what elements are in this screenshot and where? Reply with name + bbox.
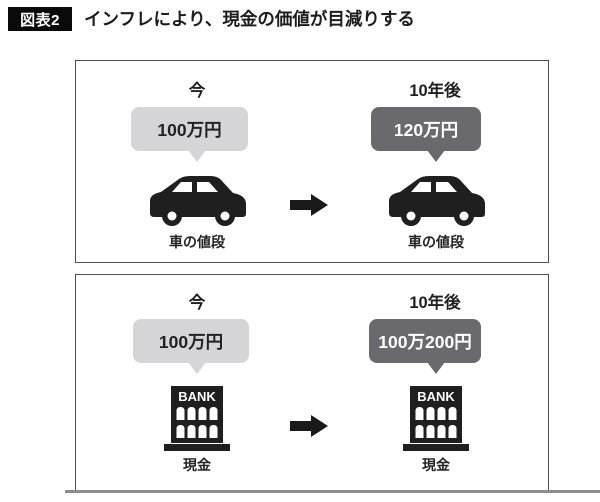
bubble-tail — [427, 362, 445, 374]
caption-cash: 現金 — [422, 457, 450, 473]
caption-car-price: 車の値段 — [169, 234, 225, 250]
period-10years-label: 10年後 — [409, 294, 461, 312]
caption-car-price: 車の値段 — [408, 234, 464, 250]
bank-sign-text: BANK — [417, 389, 455, 404]
bank-icon: BANK — [403, 386, 469, 451]
caption-cash: 現金 — [183, 457, 211, 473]
car-icon — [384, 173, 488, 228]
price-bubble-now: 100万円 — [131, 107, 248, 151]
bubble-tail — [427, 150, 445, 162]
bubble-tail — [188, 150, 206, 162]
arrow-right-icon — [290, 415, 328, 437]
car-icon — [145, 173, 249, 228]
bank-icon: BANK — [164, 386, 230, 451]
price-bubble-future: 120万円 — [371, 107, 481, 151]
cash-panel: 今 10年後 100万円 100万200円 BANK BANK — [75, 274, 549, 491]
bank-sign-text: BANK — [178, 389, 216, 404]
figure-badge: 図表2 — [8, 7, 72, 31]
cash-bubble-future: 100万200円 — [369, 319, 481, 363]
arrow-right-icon — [290, 194, 328, 216]
bottom-divider — [65, 490, 600, 493]
car-price-panel: 今 10年後 100万円 120万円 車の値段 車の値段 — [75, 60, 549, 263]
period-10years-label: 10年後 — [409, 82, 461, 100]
figure-title: インフレにより、現金の価値が目減りする — [84, 9, 415, 29]
period-now-label: 今 — [188, 82, 206, 100]
period-now-label: 今 — [188, 294, 206, 312]
bubble-tail — [188, 362, 206, 374]
cash-bubble-now: 100万円 — [133, 319, 249, 363]
